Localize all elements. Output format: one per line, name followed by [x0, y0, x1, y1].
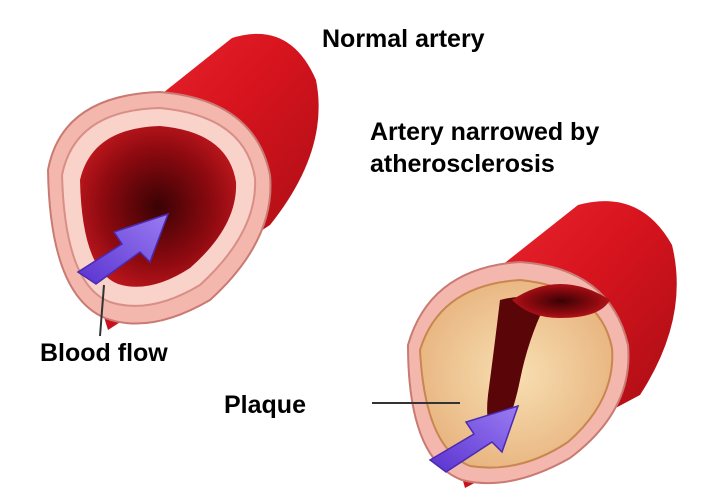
narrowed-artery-lumen: [487, 296, 545, 440]
normal-blood-flow-arrow: [76, 212, 170, 285]
plaque-label: Plaque: [224, 391, 306, 419]
normal-artery-illustration: [46, 33, 319, 337]
narrowed-blood-flow-arrow: [428, 404, 520, 473]
blood-flow-pointer-line: [99, 284, 105, 337]
narrowed-artery-label: Artery narrowed by atherosclerosis: [370, 116, 599, 180]
narrowed-artery-illustration: [372, 201, 677, 488]
narrowed-artery-label-line1: Artery narrowed by: [370, 118, 600, 146]
normal-artery-label: Normal artery: [322, 25, 485, 53]
narrowed-artery-inner-channel: [512, 284, 610, 318]
blood-flow-label: Blood flow: [40, 339, 168, 367]
narrowed-artery-label-line2: atherosclerosis: [370, 150, 555, 178]
